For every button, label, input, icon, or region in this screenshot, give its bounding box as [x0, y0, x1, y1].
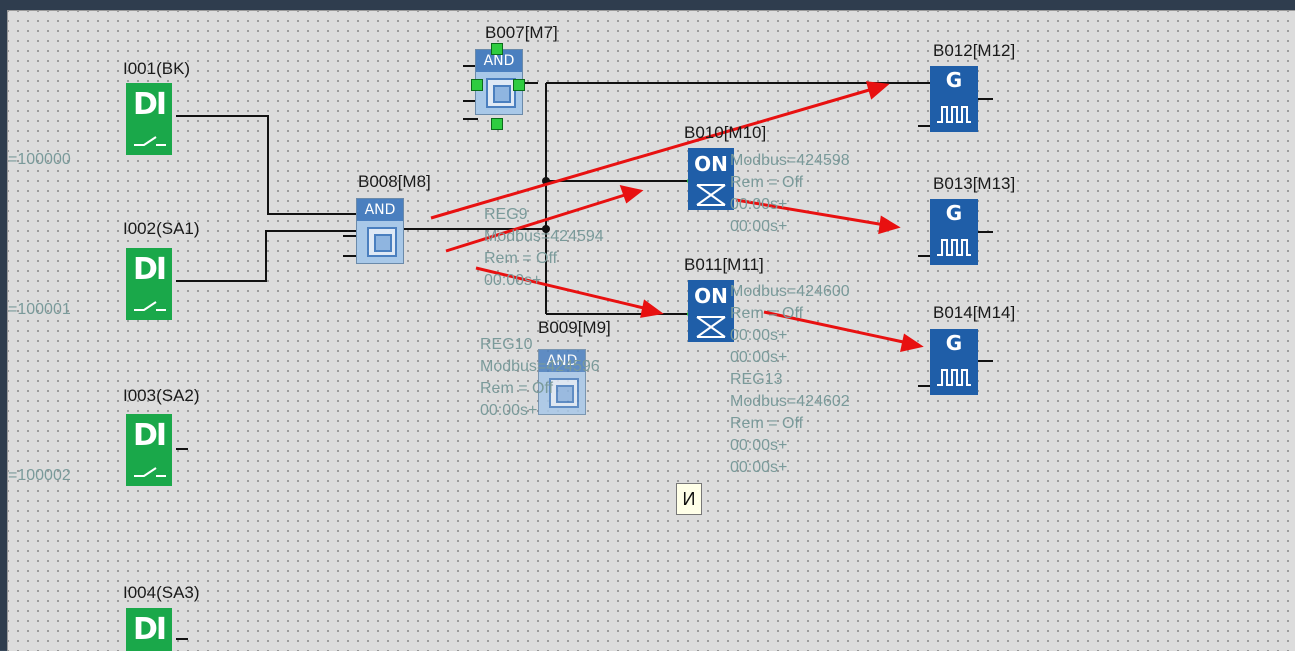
input-label-i001: I001(BK): [123, 59, 191, 78]
switch-icon: [134, 467, 166, 477]
and-gate-icon: [549, 378, 579, 408]
on-delay-block-b011[interactable]: ON: [688, 280, 734, 342]
input-address-i003: =100002: [8, 467, 71, 484]
on-delay-block-b010[interactable]: ON: [688, 148, 734, 210]
generator-block-b013[interactable]: G: [930, 199, 978, 265]
block-label-b007: B007[M7]: [485, 23, 558, 42]
switch-icon: [134, 136, 166, 146]
selection-handle[interactable]: [471, 79, 483, 91]
block-label-b013: B013[M13]: [933, 174, 1016, 193]
input-address-i002: =100001: [8, 301, 71, 318]
block-label-b011: B011[M11]: [684, 255, 764, 274]
input-label-i004: I004(SA3): [123, 583, 200, 602]
block-label-b008: B008[M8]: [358, 172, 431, 191]
input-address-i001: =100000: [8, 151, 71, 168]
block-label-b012: B012[M12]: [933, 41, 1016, 60]
and-block-b008[interactable]: AND: [356, 198, 404, 264]
pulse-train-icon: [937, 239, 971, 256]
digital-input-block-i002[interactable]: DI: [126, 248, 172, 320]
input-label-i003: I003(SA2): [123, 386, 200, 405]
block-label-b009: B009[M9]: [538, 318, 611, 337]
pulse-train-icon: [937, 106, 971, 123]
block-label-b010: B010[M10]: [684, 123, 767, 142]
digital-input-block-i004[interactable]: DI: [126, 608, 172, 651]
b009-properties: REG10 Modbus=424596 Rem = Off 00:00s+: [480, 336, 600, 419]
digital-input-block-i003[interactable]: DI: [126, 414, 172, 486]
switch-icon: [134, 301, 166, 311]
timer-cross-icon: [696, 316, 726, 338]
and-block-b009[interactable]: AND: [538, 349, 586, 415]
digital-input-block-i001[interactable]: DI: [126, 83, 172, 155]
b008-properties: REG9 Modbus=424594 Rem = Off 00:00s+: [484, 206, 604, 289]
b011-properties: Modbus=424600 Rem = Off 00:00s+ 00:00s+ …: [730, 283, 850, 476]
and-gate-icon: [486, 78, 516, 108]
wires-layer: [176, 65, 993, 640]
pulse-train-icon: [937, 369, 971, 386]
generator-block-b014[interactable]: G: [930, 329, 978, 395]
diagram-canvas[interactable]: I001(BK) DI =100000 I002(SA1) DI =100001…: [7, 10, 1295, 651]
b010-properties: Modbus=424598 Rem = Off 00:00s+ 00:00s+: [730, 152, 850, 235]
selection-handle[interactable]: [491, 43, 503, 55]
tooltip: И: [676, 483, 702, 515]
selection-handle[interactable]: [513, 79, 525, 91]
timer-cross-icon: [696, 184, 726, 206]
block-label-b014: B014[M14]: [933, 303, 1016, 322]
input-label-i002: I002(SA1): [123, 219, 200, 238]
selection-handle[interactable]: [491, 118, 503, 130]
annotation-arrows: [430, 81, 924, 352]
generator-block-b012[interactable]: G: [930, 66, 978, 132]
